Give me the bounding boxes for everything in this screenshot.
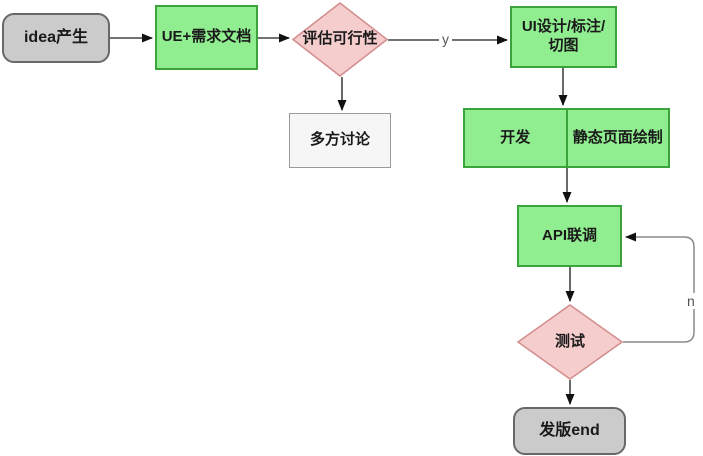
node-label: UI设计/标注/切图 bbox=[521, 18, 606, 54]
cell-divider bbox=[565, 110, 568, 166]
node-label: UE+需求文档 bbox=[161, 28, 252, 46]
node-label: 多方讨论 bbox=[309, 131, 370, 149]
node-dev-cell: 开发 bbox=[465, 110, 566, 166]
node-label: idea产生 bbox=[23, 29, 89, 46]
edge-label-no: n bbox=[684, 293, 698, 309]
node-staticpage-cell: 静态页面绘制 bbox=[568, 110, 669, 166]
node-label: 评估可行性 bbox=[302, 30, 378, 48]
edge-label-yes: y bbox=[439, 31, 452, 47]
node-feasibility-decision: 评估可行性 bbox=[292, 2, 388, 77]
diamond-shape bbox=[517, 304, 623, 380]
node-discussion: 多方讨论 bbox=[289, 113, 391, 168]
node-ue-requirements: UE+需求文档 bbox=[155, 5, 258, 70]
node-label: 测试 bbox=[554, 332, 585, 350]
node-label: API联调 bbox=[541, 226, 597, 244]
node-ui-design: UI设计/标注/切图 bbox=[510, 6, 617, 68]
node-label: 开发 bbox=[500, 128, 531, 146]
edge-test-no-to-api bbox=[623, 232, 695, 343]
diamond-shape bbox=[292, 2, 388, 77]
node-dev-staticpage: 开发 静态页面绘制 bbox=[463, 108, 670, 168]
node-api-integration: API联调 bbox=[517, 205, 622, 267]
node-label: 静态页面绘制 bbox=[572, 128, 663, 146]
node-idea-start: idea产生 bbox=[2, 13, 110, 63]
node-test-decision: 测试 bbox=[517, 304, 623, 380]
node-release-end: 发版end bbox=[513, 407, 626, 455]
node-label: 发版end bbox=[539, 422, 600, 439]
